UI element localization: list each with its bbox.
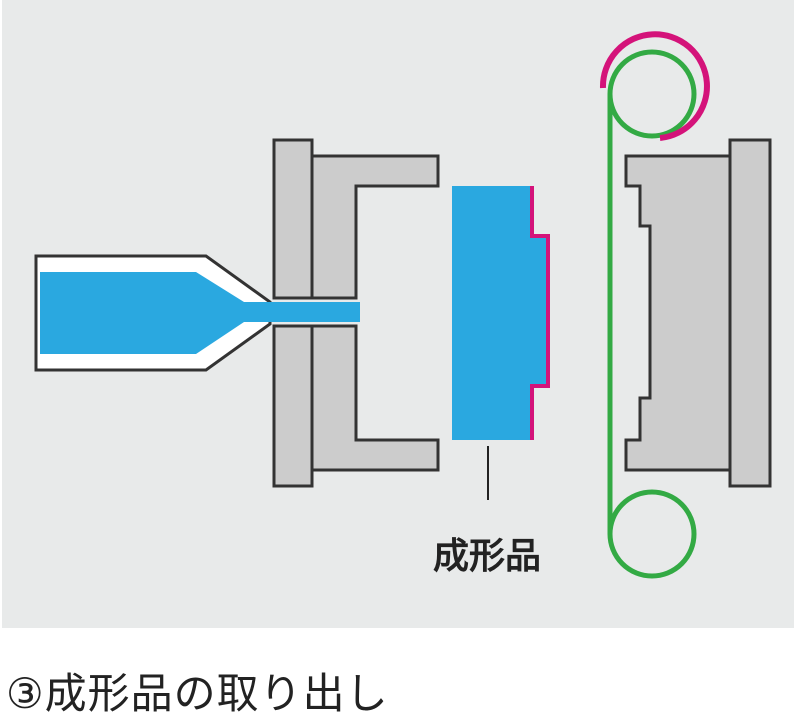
molded-part-decoration-film	[530, 186, 550, 440]
sprue-channel	[270, 302, 360, 322]
fixed-mold-plate	[272, 138, 314, 300]
fixed-mold-cavity-upper	[310, 154, 440, 300]
nozzle-resin	[40, 272, 360, 354]
fixed-mold	[270, 138, 440, 488]
movable-mold	[624, 138, 772, 488]
film-feed-system	[599, 31, 710, 579]
movable-mold-plate	[728, 138, 772, 488]
fixed-mold-cavity-lower	[310, 324, 440, 472]
injection-nozzle	[34, 254, 360, 372]
fixed-mold-plate-lower	[272, 324, 314, 488]
molded-part-body	[452, 186, 530, 440]
upper-roll-decoration-film	[599, 31, 710, 141]
molded-part: 成形品	[433, 186, 550, 577]
molded-part-step	[530, 236, 546, 386]
step-caption: ③成形品の取り出し	[6, 669, 389, 718]
molded-part-label: 成形品	[433, 536, 541, 577]
